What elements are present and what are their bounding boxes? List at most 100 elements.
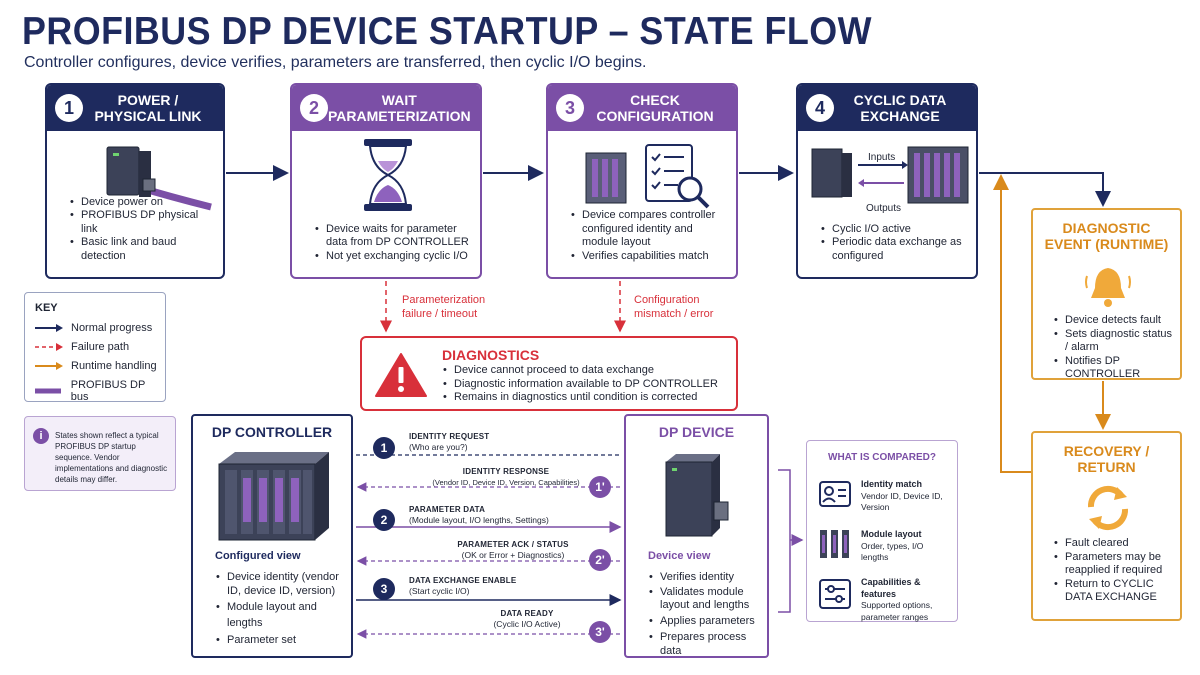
failure-label-configuration: Configuration mismatch / error — [634, 293, 713, 321]
data-exchange-icon — [811, 146, 969, 204]
controller-bullet: Parameter set — [215, 632, 345, 648]
step-number: 4 — [806, 94, 834, 122]
legend-label: Failure path — [71, 341, 130, 353]
diagnostics-bullet: Diagnostic information available to DP C… — [442, 378, 718, 392]
legend-label: Runtime handling — [71, 360, 157, 372]
compare-bracket — [778, 469, 802, 613]
failure-label-parameterization: Parameterization failure / timeout — [402, 293, 485, 321]
dp-device-panel: DP DEVICE Device view Verifies identity … — [624, 414, 769, 658]
failure-label-line: Configuration — [634, 294, 700, 306]
step-bullet: Device waits for parameter data from DP … — [314, 223, 474, 250]
legend-title: KEY — [35, 302, 58, 314]
refresh-icon — [1087, 485, 1129, 531]
message-number: 3' — [589, 621, 611, 643]
diagnostic-event-title: DIAGNOSTIC — [1062, 220, 1151, 236]
device-subtitle: Device view — [648, 550, 711, 562]
message-identity-response: IDENTITY RESPONSE (Vendor ID, Device ID,… — [432, 466, 580, 488]
module-layout-icon — [820, 530, 849, 558]
recovery-bullet: Parameters may be reapplied if required — [1053, 551, 1174, 578]
message-title: IDENTITY RESPONSE — [462, 467, 550, 476]
settings-sliders-icon — [819, 579, 851, 609]
message-title: IDENTITY REQUEST — [409, 432, 490, 441]
step-title: CYCLIC DATA — [853, 92, 947, 108]
compared-item-capabilities: Capabilities & features Supported option… — [861, 577, 953, 623]
diagnostic-event-title: EVENT (RUNTIME) — [1044, 236, 1169, 252]
controller-bullet: Module layout and lengths — [215, 599, 345, 631]
checklist-magnifier-icon — [585, 144, 710, 209]
recovery-title: RETURN — [1077, 459, 1136, 475]
controller-title: DP CONTROLLER — [211, 424, 333, 440]
compared-title: WHAT IS COMPARED? — [828, 452, 936, 463]
dp-controller-panel: DP CONTROLLER Configured view Device ide… — [191, 414, 353, 658]
diagnostic-event-bullet: Device detects fault — [1053, 314, 1174, 328]
compared-item-detail: Order, types, I/O lengths — [861, 540, 924, 563]
step-bullet: Periodic data exchange as configured — [820, 236, 970, 263]
step-bullet: Verifies capabilities match — [570, 250, 730, 264]
message-number: 1' — [589, 476, 611, 498]
controller-bullet: Device identity (vendor ID, device ID, v… — [215, 570, 345, 598]
message-number: 2 — [373, 509, 395, 531]
compared-item-detail: Vendor ID, Device ID, Version — [861, 490, 943, 513]
device-bullet: Applies parameters — [648, 614, 763, 628]
message-number: 1 — [373, 437, 395, 459]
warning-icon — [375, 353, 427, 397]
compared-item-identity: Identity match Vendor ID, Device ID, Ver… — [861, 479, 953, 514]
step-bullet: Device power on — [69, 196, 217, 210]
diagnostic-event-bullet: Notifies DP CONTROLLER — [1053, 355, 1174, 382]
message-number: 3 — [373, 578, 395, 600]
message-title: DATA READY — [500, 609, 554, 618]
compared-item-title: Capabilities & features — [861, 577, 921, 599]
message-parameter-data: PARAMETER DATA (Module layout, I/O lengt… — [409, 504, 549, 526]
step-number: 2 — [300, 94, 328, 122]
hourglass-icon — [364, 139, 412, 211]
info-note-text: States shown reflect a typical PROFIBUS … — [55, 431, 168, 484]
step-title: PARAMETERIZATION — [328, 108, 471, 124]
compared-item-title: Module layout — [861, 529, 922, 539]
failure-label-line: mismatch / error — [634, 308, 714, 320]
legend-key: KEY Normal progress Failure path Runtime… — [24, 292, 166, 403]
inputs-label: Inputs — [868, 152, 896, 163]
step-title: WAIT — [381, 92, 417, 108]
legend-item-bus: PROFIBUS DP bus — [35, 379, 165, 403]
info-note: i States shown reflect a typical PROFIBU… — [24, 416, 176, 491]
message-parameter-ack: PARAMETER ACK / STATUS (OK or Error + Di… — [452, 539, 574, 561]
diagnostics-title: DIAGNOSTICS — [442, 347, 540, 363]
diagnostics-bullet: Remains in diagnostics until condition i… — [442, 391, 718, 405]
step-title: EXCHANGE — [860, 108, 940, 124]
compared-item-detail: Supported options, parameter ranges — [861, 600, 933, 622]
message-identity-request: IDENTITY REQUEST (Who are you?) — [409, 431, 489, 453]
message-detail: (Start cyclic I/O) — [409, 586, 470, 596]
device-title: DP DEVICE — [658, 424, 735, 440]
device-bullet: Prepares process data — [648, 630, 763, 658]
message-data-ready: DATA READY (Cyclic I/O Active) — [482, 608, 572, 630]
legend-item-failure: Failure path — [35, 341, 129, 353]
step-power-physical-link: 1 POWER /PHYSICAL LINK Device power on P… — [45, 83, 225, 279]
step-bullet: Basic link and baud detection — [69, 236, 217, 263]
device-module-icon — [665, 454, 729, 537]
bell-icon — [1085, 268, 1131, 307]
message-detail: (Cyclic I/O Active) — [493, 619, 561, 629]
message-detail: (OK or Error + Diagnostics) — [461, 550, 565, 560]
step-bullet: Cyclic I/O active — [820, 223, 970, 237]
failure-label-line: failure / timeout — [402, 308, 478, 320]
arrow-4-diag-event — [979, 172, 1111, 207]
message-detail: (Vendor ID, Device ID, Version, Capabili… — [432, 478, 580, 487]
device-bullet: Validates module layout and lengths — [648, 586, 763, 612]
info-icon: i — [33, 428, 49, 444]
message-title: PARAMETER DATA — [409, 505, 486, 514]
step-number: 1 — [55, 94, 83, 122]
page-title: PROFIBUS DP DEVICE STARTUP – STATE FLOW — [22, 10, 872, 53]
step-bullet: PROFIBUS DP physical link — [69, 209, 217, 236]
failure-label-line: Parameterization — [402, 294, 486, 306]
compared-item-module-layout: Module layout Order, types, I/O lengths — [861, 529, 953, 564]
page-subtitle: Controller configures, device verifies, … — [24, 54, 647, 71]
arrow-recovery-return — [993, 174, 1032, 473]
message-data-exchange-enable: DATA EXCHANGE ENABLE (Start cyclic I/O) — [409, 575, 516, 597]
outputs-label: Outputs — [866, 203, 902, 214]
controller-subtitle: Configured view — [215, 550, 301, 562]
diagnostic-event-bullet: Sets diagnostic status / alarm — [1053, 328, 1174, 355]
what-is-compared-panel: WHAT IS COMPARED? Identity match Vendor … — [806, 440, 958, 622]
